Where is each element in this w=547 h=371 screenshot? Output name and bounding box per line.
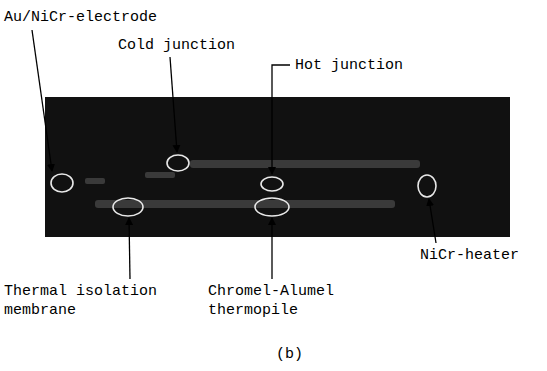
figure-label: (b) (276, 345, 326, 364)
marker-ellipses (51, 155, 436, 216)
photo-ground (45, 97, 510, 237)
part-label: Hot junction (295, 56, 445, 75)
part-label: Au/NiCr-electrode (4, 8, 194, 27)
part-label: Thermal isolation membrane (4, 282, 176, 320)
part-label: Cold junction (118, 36, 268, 55)
chip-pattern (85, 160, 420, 208)
part-label: Chromel-Alumel thermopile (208, 282, 348, 320)
part-label: NiCr-heater (420, 246, 545, 265)
